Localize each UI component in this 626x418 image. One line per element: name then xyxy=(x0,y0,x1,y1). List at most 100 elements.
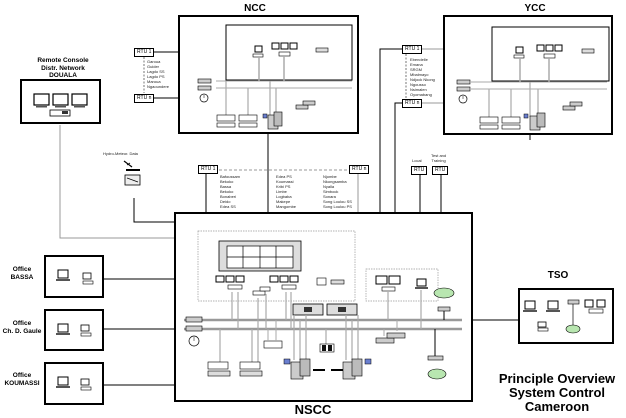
remote-console-box xyxy=(20,79,101,124)
station-item: Ndjock Nkong xyxy=(410,77,435,82)
station-item: Nyalla xyxy=(323,184,335,189)
ycc-station-list: Ebendelle Emana SRGM Mbalmayo Ndjock Nko… xyxy=(410,57,435,97)
ncc-network xyxy=(197,24,353,130)
workstation-icon xyxy=(238,114,258,128)
station-item: SRGM xyxy=(410,67,422,72)
station-item: Bekoko xyxy=(220,189,234,194)
printer-icon xyxy=(315,47,329,53)
network-cloud-icon xyxy=(565,324,581,334)
router-icon xyxy=(197,78,212,84)
network-cloud-icon xyxy=(427,368,447,380)
station-item: Maroua xyxy=(147,79,161,84)
ycc-rtu-last: RTU n xyxy=(402,99,423,108)
remote-console-line-3: DOUALA xyxy=(49,72,77,79)
server-cluster-icon xyxy=(283,358,311,380)
nas-server-icon xyxy=(292,303,358,316)
station-item: Bekoko xyxy=(220,179,234,184)
monitor-group-icon xyxy=(536,44,563,59)
office-label-line: BASSA xyxy=(10,273,34,281)
operator-console-icon xyxy=(584,299,606,314)
printer-icon xyxy=(80,324,92,337)
hydro-meteo-label: Hydro-Meteor. Data xyxy=(103,151,138,156)
diagram-title-line-3: Cameroon xyxy=(524,399,590,414)
test-rtu-caption: Test and Training xyxy=(431,153,446,163)
office-label-line: Ch. D. Gaule xyxy=(2,327,42,335)
ncc-title: NCC xyxy=(244,3,266,14)
printer-icon xyxy=(330,279,345,285)
office-label-line: Office xyxy=(12,320,32,327)
router-icon xyxy=(437,306,451,312)
network-cloud-icon xyxy=(433,287,455,299)
local-rtu: RTU xyxy=(411,166,428,175)
video-wall-icon xyxy=(218,240,302,272)
printer-icon xyxy=(82,272,94,285)
laptop-icon xyxy=(56,323,70,335)
data-logger-icon xyxy=(124,174,141,186)
router-icon xyxy=(456,86,471,92)
station-item: Ngaoundere xyxy=(147,84,170,89)
station-item: Makepe xyxy=(276,199,291,204)
router-icon xyxy=(567,299,580,305)
engineering-console-icon xyxy=(375,275,401,292)
nscc-station-col-1: Bafoussam Bekoko Bassa Bekoko Bonaberi D… xyxy=(220,174,240,209)
station-item: Song Loulou SS xyxy=(323,199,352,204)
office-devices xyxy=(56,323,92,337)
modem-icon xyxy=(295,100,316,110)
modem-icon xyxy=(562,101,583,111)
nscc-engineering-room xyxy=(365,268,439,302)
workstation-icon xyxy=(239,361,263,377)
office-chdgaule-box xyxy=(44,309,104,351)
station-item: Koumassi xyxy=(276,179,294,184)
office-devices xyxy=(56,269,94,285)
station-item: Song Loulou PS xyxy=(323,204,352,209)
clock-icon xyxy=(188,335,200,347)
diagram-title-line-2: System Control xyxy=(508,385,606,400)
ncc-box xyxy=(178,15,359,134)
laptop-icon xyxy=(56,269,70,281)
monitor-icon xyxy=(252,45,264,58)
office-koumassi-box xyxy=(44,362,104,405)
server-cluster-icon xyxy=(342,358,372,380)
laptop-icon xyxy=(546,300,560,312)
ncc-rtu-first: RTU 1 xyxy=(134,48,155,57)
office-devices xyxy=(56,376,92,391)
monitor-icon xyxy=(52,93,69,108)
station-item: Limbe xyxy=(276,189,287,194)
ncc-rtu-last: RTU n xyxy=(134,94,155,103)
workstation-icon xyxy=(263,340,283,349)
remote-console-line-2: Distr. Network xyxy=(41,64,85,72)
test-rtu: RTU xyxy=(432,166,449,175)
office-label-line: Office xyxy=(12,372,32,379)
laptop-icon xyxy=(523,300,537,312)
station-item: Mangombe xyxy=(276,204,297,209)
laptop-icon xyxy=(415,278,428,289)
clock-icon xyxy=(458,94,468,104)
router-icon xyxy=(185,325,203,332)
tso-title: TSO xyxy=(547,270,569,281)
station-item: Kribi PS xyxy=(276,184,291,189)
station-item: Njombe xyxy=(323,174,337,179)
monitor-icon xyxy=(513,46,525,59)
remote-console-line-1: Remote Console xyxy=(37,57,89,64)
remote-console-label: Remote Console Distr. Network DOUALA xyxy=(18,57,108,80)
printer-icon xyxy=(316,277,327,286)
link-remote-console xyxy=(59,125,176,239)
tso-devices xyxy=(523,299,606,334)
station-item: Ebendelle xyxy=(410,57,428,62)
station-item: Guider xyxy=(147,64,160,69)
local-rtu-caption: Local xyxy=(412,158,422,163)
router-icon xyxy=(456,79,471,85)
office-label-line: KOUMASSI xyxy=(4,379,40,387)
nscc-box xyxy=(174,212,473,402)
ycc-title: YCC xyxy=(524,3,546,14)
router-icon xyxy=(197,85,212,91)
nscc-title: NSCC xyxy=(294,402,332,417)
station-item: Mbalmayo xyxy=(410,72,429,77)
nscc-rtu-first: RTU 1 xyxy=(198,165,219,174)
monitor-icon xyxy=(33,93,50,108)
workstation-icon xyxy=(49,109,71,117)
tape-drive-icon xyxy=(319,343,335,353)
station-item: Edea PS xyxy=(276,174,292,179)
station-item: Ngousso xyxy=(410,82,426,87)
